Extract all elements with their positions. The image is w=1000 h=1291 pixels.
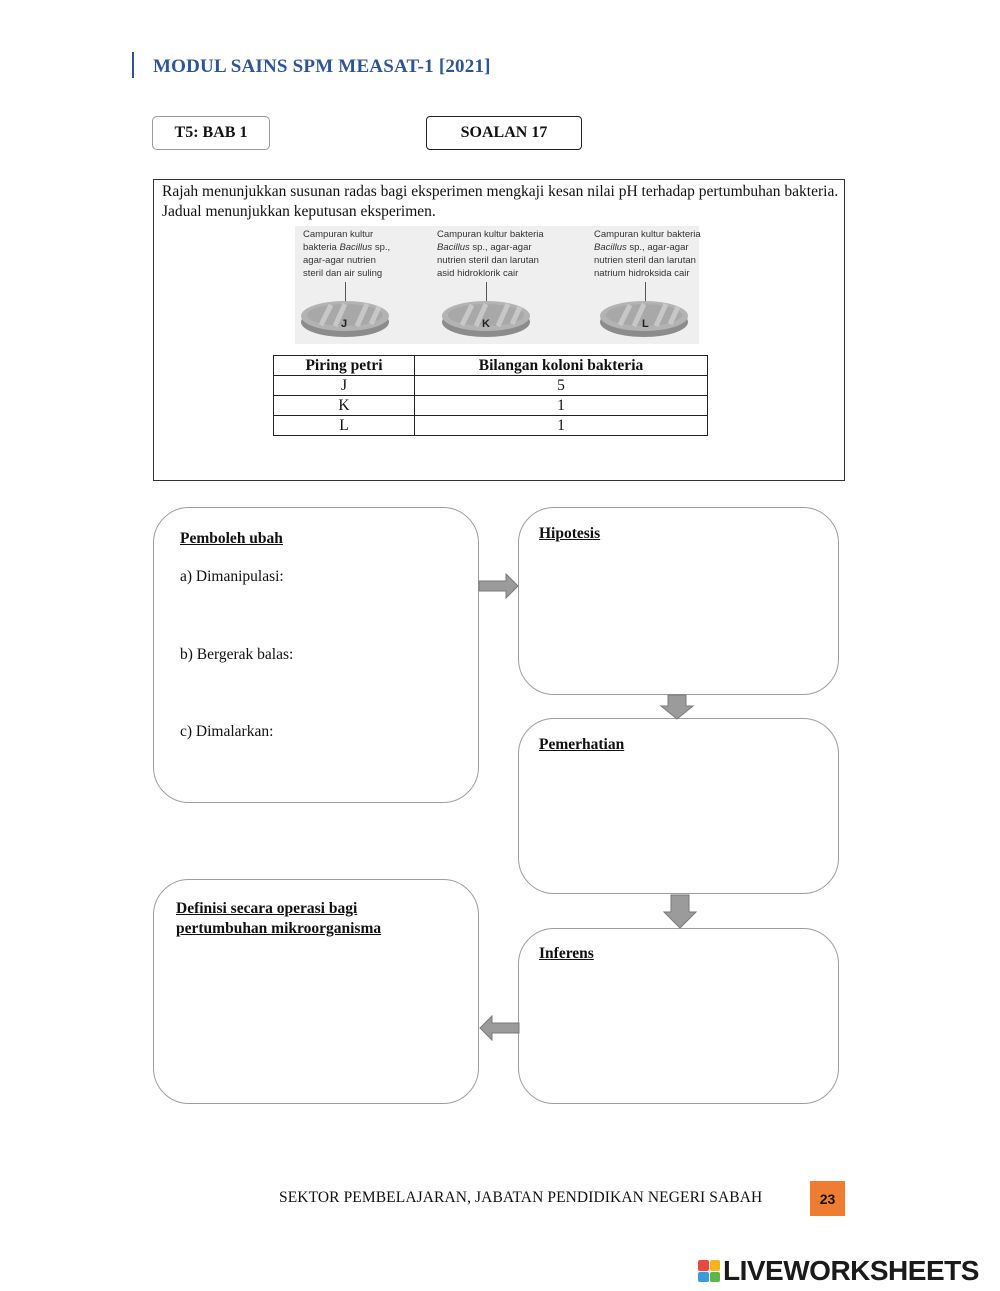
dish-k-label: Campuran kultur bakteria Bacillus sp., a… xyxy=(437,229,544,279)
liveworksheets-logo: LIVEWORKSHEETS xyxy=(698,1256,979,1286)
table-cell: J xyxy=(273,375,415,396)
footer-text: SEKTOR PEMBELAJARAN, JABATAN PENDIDIKAN … xyxy=(279,1189,763,1206)
dish-k-letter: K xyxy=(482,318,490,330)
header-accent-bar xyxy=(132,52,134,78)
table-row: J 5 xyxy=(273,375,708,396)
arrow-right-icon xyxy=(478,573,519,599)
table-row: K 1 xyxy=(273,395,708,416)
petri-dish-k xyxy=(442,301,530,337)
table-cell: 1 xyxy=(414,395,708,416)
module-title: MODUL SAINS SPM MEASAT-1 [2021] xyxy=(153,56,491,77)
arrow-down-icon xyxy=(662,894,698,929)
dish-l-letter: L xyxy=(642,318,649,330)
liveworksheets-logo-text: LIVEWORKSHEETS xyxy=(723,1255,979,1286)
hipotesis-heading: Hipotesis xyxy=(539,525,601,542)
arrow-left-icon xyxy=(479,1015,520,1041)
dish-l-pointer xyxy=(645,282,646,312)
pemerhatian-heading: Pemerhatian xyxy=(539,736,625,753)
definisi-box[interactable]: Definisi secara operasi bagi pertumbuhan… xyxy=(153,879,479,1104)
table-cell: 5 xyxy=(414,375,708,396)
page-number: 23 xyxy=(810,1181,845,1216)
dish-j-pointer xyxy=(345,282,346,312)
table-cell: L xyxy=(273,415,415,436)
pemboleh-ubah-box[interactable]: Pemboleh ubah a) Dimanipulasi: b) Berger… xyxy=(153,507,479,803)
dish-l-label: Campuran kultur bakteria Bacillus sp., a… xyxy=(594,229,701,279)
petri-dish-j xyxy=(301,301,389,337)
dimanipulasi-label: a) Dimanipulasi: xyxy=(180,568,284,585)
dish-j-letter: J xyxy=(341,318,348,330)
pemerhatian-box[interactable]: Pemerhatian xyxy=(518,718,839,894)
question-intro: Rajah menunjukkan susunan radas bagi eks… xyxy=(162,183,839,220)
question-box: Rajah menunjukkan susunan radas bagi eks… xyxy=(153,179,845,481)
table-header: Piring petri xyxy=(273,355,415,376)
soalan-tag: SOALAN 17 xyxy=(426,116,582,150)
results-table: Piring petri Bilangan koloni bakteria J … xyxy=(273,355,708,436)
petri-dish-l xyxy=(600,301,688,337)
bab-tag: T5: BAB 1 xyxy=(152,116,270,150)
table-cell: 1 xyxy=(414,415,708,436)
liveworksheets-logo-icon xyxy=(698,1260,720,1282)
apparatus-diagram: Campuran kultur bakteria Bacillus sp., a… xyxy=(295,226,701,344)
table-header: Bilangan koloni bakteria xyxy=(414,355,708,376)
inferens-box[interactable]: Inferens xyxy=(518,928,839,1104)
arrow-down-icon xyxy=(659,694,695,720)
bergerak-balas-label: b) Bergerak balas: xyxy=(180,646,294,663)
dish-j-label: Campuran kultur bakteria Bacillus sp., a… xyxy=(303,229,391,279)
hipotesis-box[interactable]: Hipotesis xyxy=(518,507,839,695)
inferens-heading: Inferens xyxy=(539,945,594,962)
table-row: L 1 xyxy=(273,415,708,436)
definisi-heading: Definisi secara operasi bagi pertumbuhan… xyxy=(176,900,382,937)
dish-k-pointer xyxy=(486,282,487,312)
table-cell: K xyxy=(273,395,415,416)
dimalarkan-label: c) Dimalarkan: xyxy=(180,723,274,740)
pemboleh-ubah-heading: Pemboleh ubah xyxy=(180,530,283,547)
